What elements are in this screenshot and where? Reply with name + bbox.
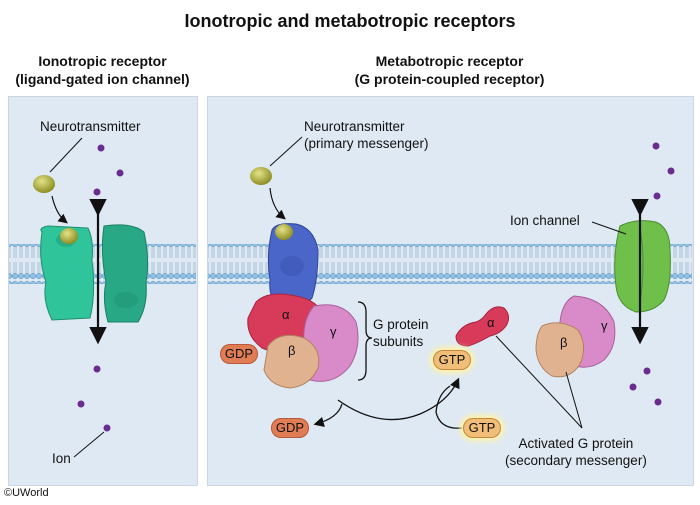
activated-gamma-label: γ (601, 318, 608, 333)
beta-label: β (288, 343, 296, 358)
activated-alpha-subunit (455, 306, 510, 347)
ion-channel-label: Ion channel (510, 213, 580, 228)
neurotransmitter-label-left: Neurotransmitter (40, 119, 141, 134)
neurotransmitter-binding-arrow-right (269, 187, 286, 220)
ion-channel-leader (591, 221, 627, 235)
ionotropic-heading: Ionotropic receptor (ligand-gated ion ch… (0, 52, 205, 88)
gdp-release-arrow (313, 403, 343, 427)
g-protein-subunits-label: G protein subunits (373, 316, 429, 350)
alpha-label: α (282, 307, 290, 322)
metabotropic-ion-channel (614, 220, 671, 313)
metabotropic-heading-line2: (G protein-coupled receptor) (354, 71, 545, 87)
gdp-released-badge: GDP (271, 418, 309, 438)
activated-alpha-label: α (487, 315, 495, 330)
page-title: Ionotropic and metabotropic receptors (184, 11, 516, 31)
neurotransmitter-label-right: Neurotransmitter (primary messenger) (304, 118, 429, 152)
gamma-label: γ (330, 324, 337, 339)
gtp-incoming-badge: GTP (463, 418, 501, 438)
activated-g-protein-line1: Activated G protein (518, 436, 634, 451)
neurotransmitter-bound-right-icon (275, 224, 293, 240)
g-protein-subunits-line1: G protein (373, 317, 429, 332)
ionotropic-heading-line2: (ligand-gated ion channel) (15, 71, 190, 87)
neurotransmitter-label-right-line1: Neurotransmitter (304, 119, 405, 134)
gpcr-receptor (267, 223, 319, 311)
beta-subunit (263, 334, 320, 389)
ion-leader (73, 431, 105, 458)
gtp-binding-arrow (435, 385, 463, 429)
neurotransmitter-binding-arrow-left (51, 195, 68, 224)
neurotransmitter-icon-right (250, 167, 272, 185)
metabotropic-heading-line1: Metabotropic receptor (375, 53, 524, 69)
activated-leader-beta (565, 371, 583, 429)
activated-g-protein-line2: (secondary messenger) (505, 453, 647, 468)
copyright: ©UWorld (4, 487, 49, 499)
ionotropic-heading-line1: Ionotropic receptor (38, 53, 167, 69)
neurotransmitter-label-right-line2: (primary messenger) (304, 136, 429, 151)
neurotransmitter-bound-icon (60, 228, 78, 244)
ion-particles-left (77, 144, 124, 432)
activated-beta-subunit (535, 322, 584, 378)
neurotransmitter-icon (33, 175, 55, 193)
gtp-bound-badge: GTP (433, 350, 471, 370)
ion-particles-right (629, 142, 675, 406)
g-protein-subunits-line2: subunits (373, 334, 424, 349)
gdp-bound-badge: GDP (220, 344, 258, 364)
metabotropic-heading: Metabotropic receptor (G protein-coupled… (207, 52, 692, 88)
activated-beta-label: β (560, 335, 568, 350)
ion-label: Ion (52, 451, 71, 466)
activated-leader-alpha (495, 335, 583, 429)
activated-g-protein-label: Activated G protein (secondary messenger… (505, 435, 647, 469)
neurotransmitter-leader-left (49, 137, 83, 173)
neurotransmitter-leader-right (269, 136, 303, 167)
ionotropic-ion-channel (40, 224, 149, 323)
g-protein-bracket (357, 301, 373, 381)
activation-arrow (337, 377, 460, 421)
